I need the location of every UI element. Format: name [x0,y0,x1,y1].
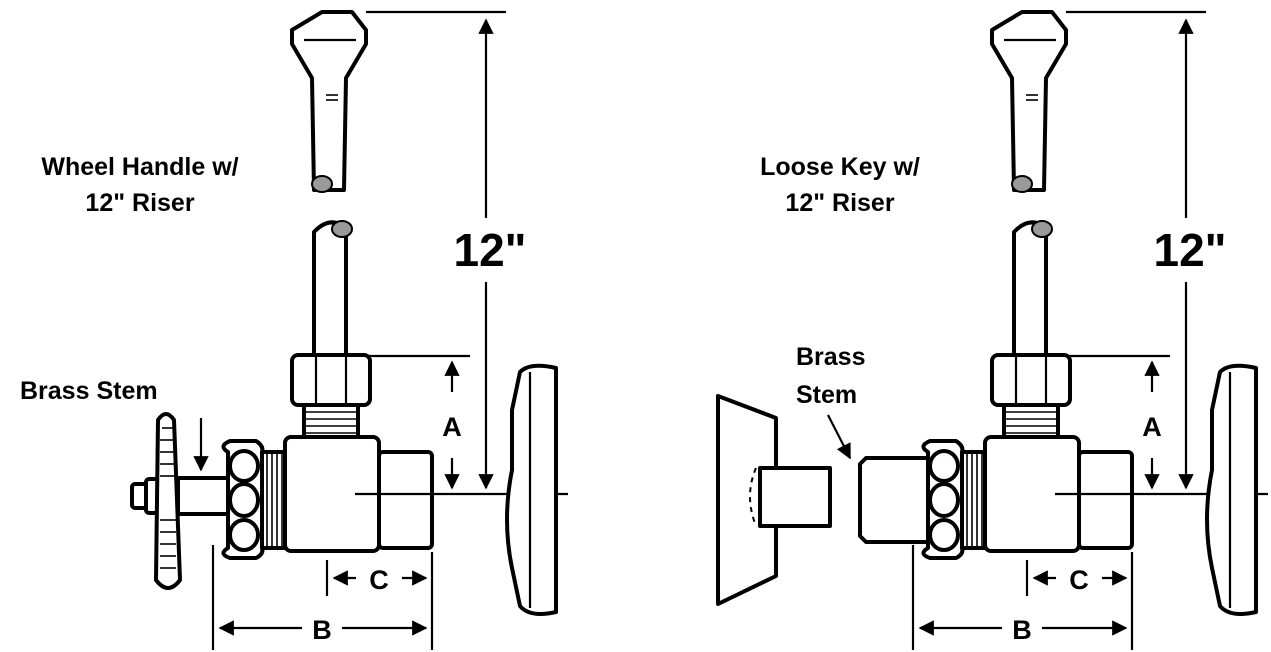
right-dim-12: 12" [1154,224,1227,276]
right-title-line1: Loose Key w/ [760,153,920,181]
left-figure: Wheel Handle w/ 12" Riser Brass Stem 12"… [20,10,571,650]
left-dim-c: C [369,565,389,595]
left-dim-a: A [442,412,462,442]
right-title-line2: 12" Riser [785,189,894,217]
loose-key [716,394,930,606]
right-figure: Loose Key w/ 12" Riser Brass Stem 12" A … [716,10,1270,650]
left-valve-body [221,353,571,616]
left-dim-12: 12" [454,224,527,276]
left-title-line1: Wheel Handle w/ [41,153,238,181]
right-brass-stem-line2: Stem [796,381,857,409]
right-dim-c: C [1069,565,1089,595]
right-brass-stem-line1: Brass [796,343,866,371]
right-riser-tube [990,10,1068,357]
right-dim-a: A [1142,412,1162,442]
left-title-line2: 12" Riser [85,189,194,217]
wheel-handle [130,412,230,590]
left-dim-b: B [312,615,332,645]
left-riser-tube [290,10,368,357]
right-dim-b: B [1012,615,1032,645]
right-valve-body [921,353,1270,616]
left-brass-stem-label: Brass Stem [20,377,158,405]
